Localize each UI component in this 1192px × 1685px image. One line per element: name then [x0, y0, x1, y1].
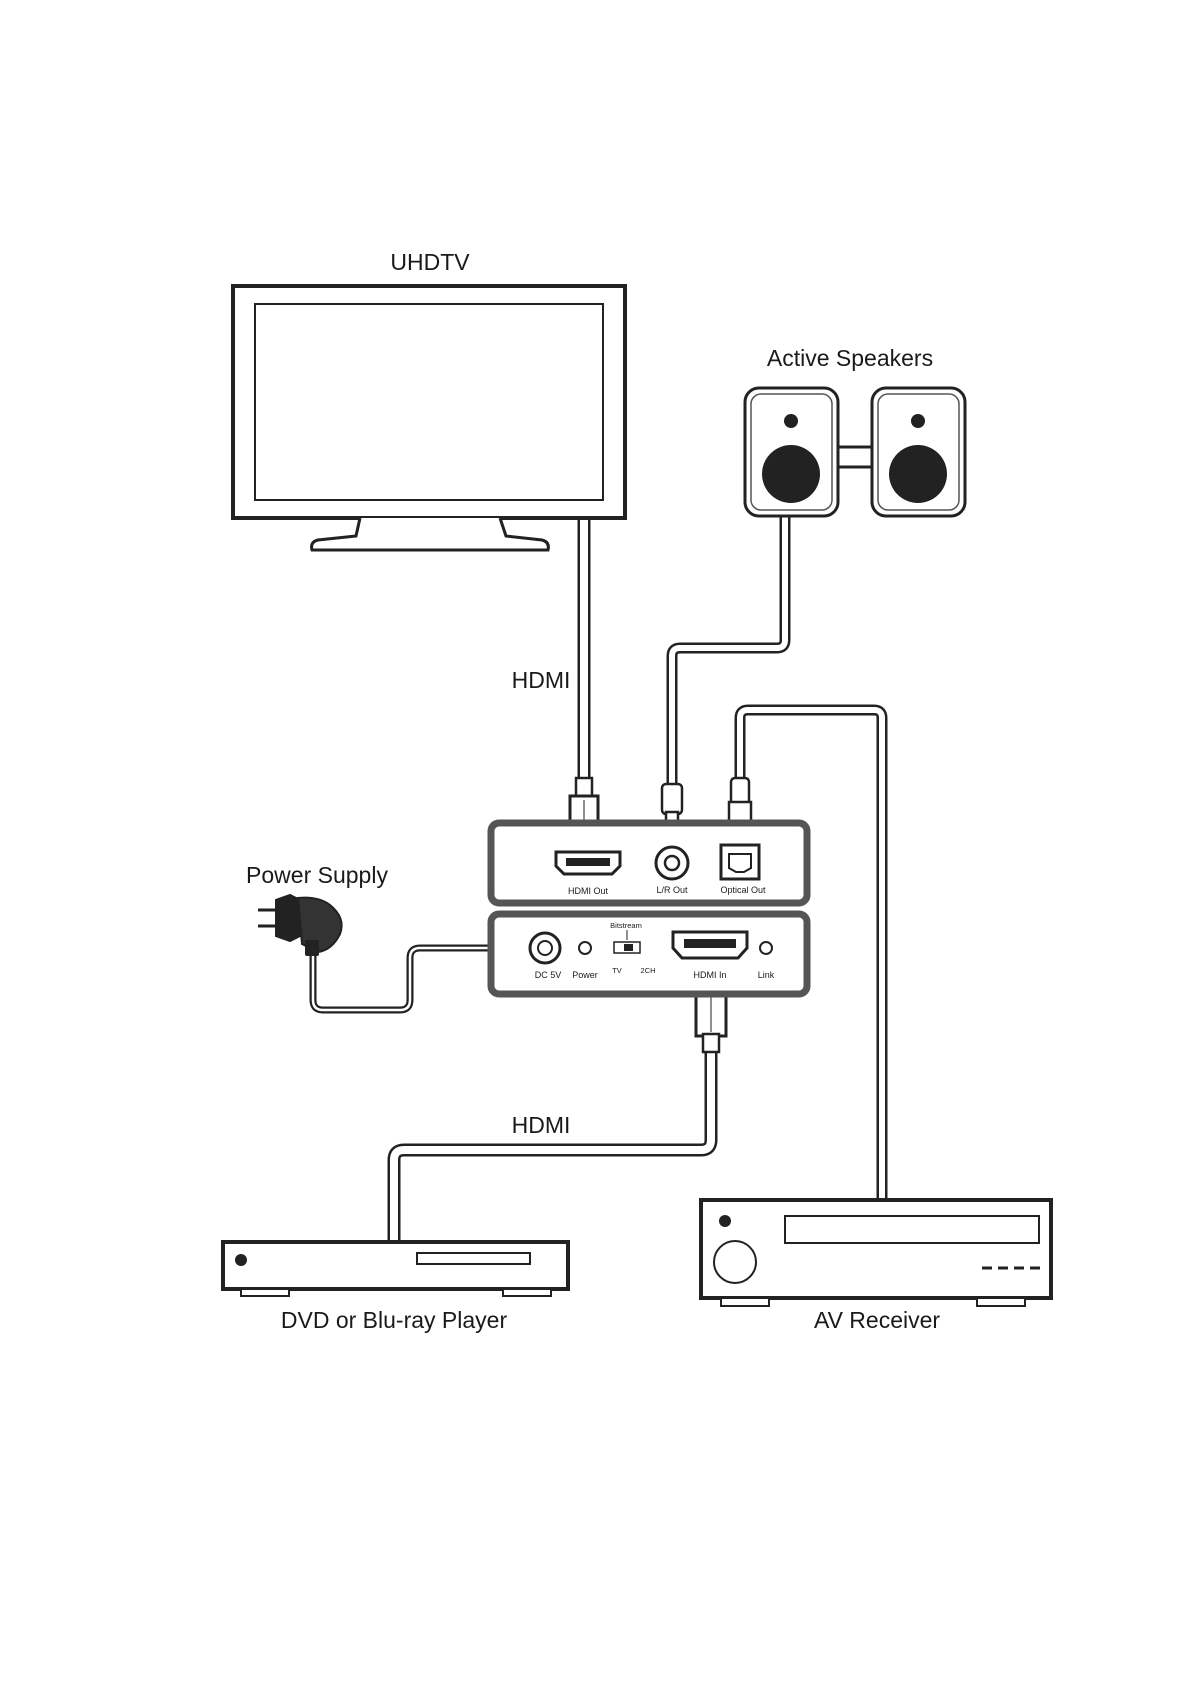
extractor-output-panel: HDMI Out L/R Out Optical Out: [491, 823, 807, 903]
hdmi-cable-dvd: [394, 1050, 711, 1250]
dc-5v-jack: [530, 933, 560, 963]
receiver-display: [785, 1216, 1039, 1243]
av-receiver: AV Receiver: [701, 1200, 1051, 1333]
dvd-foot-right: [503, 1289, 551, 1296]
hdmi-cable-label-top: HDMI: [512, 667, 571, 693]
tweeter-icon: [911, 414, 925, 428]
hdmi-out-label: HDMI Out: [568, 886, 609, 896]
dvd-player: DVD or Blu-ray Player: [223, 1242, 568, 1333]
optical-out-label: Optical Out: [720, 885, 766, 895]
dvd-power-button: [235, 1254, 247, 1266]
uhdtv: UHDTV: [233, 249, 625, 550]
receiver-foot-left: [721, 1298, 769, 1306]
tv-screen: [255, 304, 603, 500]
audio-cable-speakers: [672, 508, 785, 786]
tweeter-icon: [784, 414, 798, 428]
optical-out-port: [721, 845, 759, 879]
receiver-label: AV Receiver: [814, 1307, 940, 1333]
woofer-icon: [762, 445, 820, 503]
dvd-foot-left: [241, 1289, 289, 1296]
speaker-left: [745, 388, 838, 516]
uhdtv-label: UHDTV: [390, 249, 470, 275]
dvd-disc-tray: [417, 1253, 530, 1264]
link-led: [760, 942, 772, 954]
power-supply-label: Power Supply: [246, 862, 388, 888]
power-led: [579, 942, 591, 954]
extractor-input-panel: Bitstream DC 5V Power TV 2CH HDMI In Lin…: [491, 914, 807, 994]
receiver-body: [701, 1200, 1051, 1298]
tv-switch-label: TV: [612, 966, 622, 975]
dvd-label: DVD or Blu-ray Player: [281, 1307, 508, 1333]
bitstream-label: Bitstream: [610, 921, 642, 930]
power-supply: Power Supply: [246, 862, 388, 956]
receiver-foot-right: [977, 1298, 1025, 1306]
audio-extractor: HDMI Out L/R Out Optical Out: [491, 823, 807, 994]
lr-out-label: L/R Out: [656, 885, 688, 895]
hdmi-cable-label-bottom: HDMI: [512, 1112, 571, 1138]
speaker-bridge: [838, 447, 876, 467]
receiver-power-button: [719, 1215, 731, 1227]
woofer-icon: [889, 445, 947, 503]
dc-5v-label: DC 5V: [535, 970, 562, 980]
hdmi-in-label: HDMI In: [693, 970, 726, 980]
hdmi-plug-in: [696, 990, 726, 1052]
tv-stand: [312, 518, 549, 550]
link-label: Link: [758, 970, 775, 980]
2ch-switch-label: 2CH: [640, 966, 655, 975]
dvd-body: [223, 1242, 568, 1289]
power-cable: [313, 948, 518, 1010]
active-speakers: Active Speakers: [745, 345, 965, 516]
receiver-volume-knob: [714, 1241, 756, 1283]
speaker-right: [872, 388, 965, 516]
lr-out-port: [656, 847, 688, 879]
power-label: Power: [572, 970, 598, 980]
power-adapter-icon: [258, 895, 342, 956]
speakers-label: Active Speakers: [767, 345, 933, 371]
